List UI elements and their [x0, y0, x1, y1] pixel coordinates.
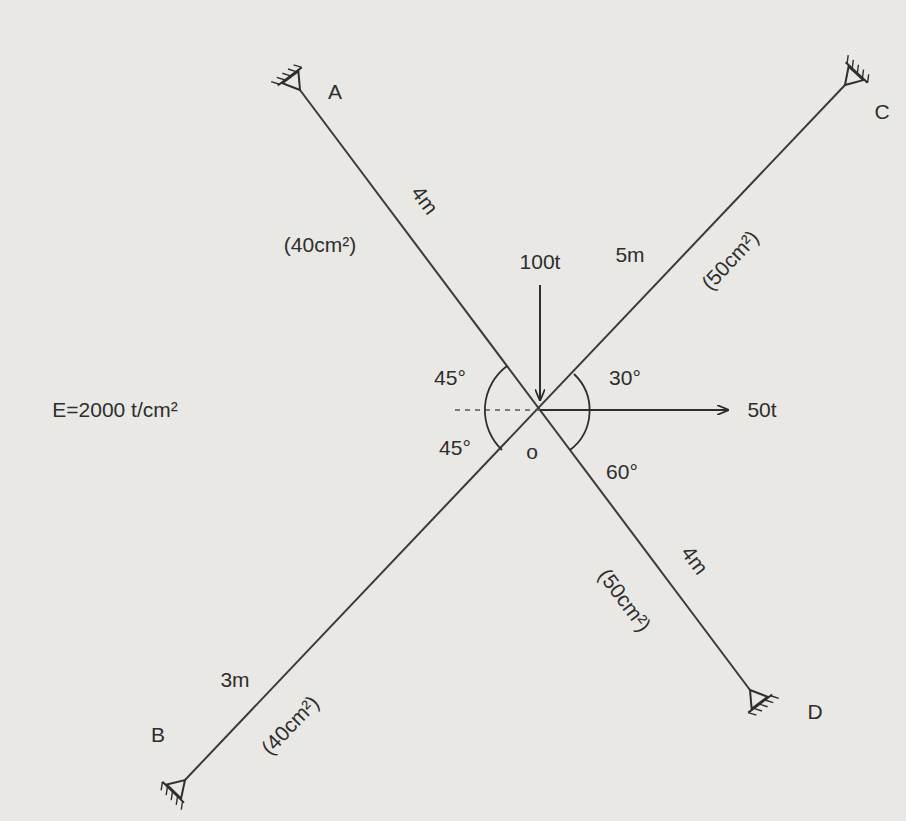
member-length: 5m: [613, 243, 646, 266]
support-label: A: [326, 80, 344, 103]
pin-support: [832, 55, 873, 95]
load-value: 50t: [745, 398, 778, 421]
angle-label: 45°: [432, 366, 468, 389]
joint-label: o: [524, 440, 540, 463]
reference-line: [455, 409, 540, 411]
support-label: D: [805, 700, 824, 723]
support-label: C: [872, 100, 891, 123]
member-area: (50cm²): [593, 563, 657, 638]
member-length: 4m: [406, 180, 444, 220]
angle-arc: [570, 374, 590, 450]
member-length: 4m: [676, 540, 714, 580]
angle-label: 45°: [437, 436, 473, 459]
member-area: (40cm²): [255, 690, 325, 761]
member-area: (40cm²): [282, 233, 358, 256]
support-label: B: [149, 723, 167, 746]
member-length: 3m: [218, 668, 251, 691]
load-value: 100t: [518, 250, 563, 273]
pin-support: [271, 62, 312, 101]
modulus-note: E=2000 t/cm²: [50, 398, 179, 421]
member-area: (50cm²): [696, 224, 765, 296]
angle-label: 30°: [607, 366, 643, 389]
angle-label: 60°: [604, 460, 640, 483]
pin-support: [738, 679, 779, 718]
load-arrow: [539, 285, 541, 400]
load-arrow: [540, 409, 728, 411]
angle-arc: [485, 366, 507, 450]
members: [185, 85, 845, 780]
pin-support: [158, 770, 198, 810]
